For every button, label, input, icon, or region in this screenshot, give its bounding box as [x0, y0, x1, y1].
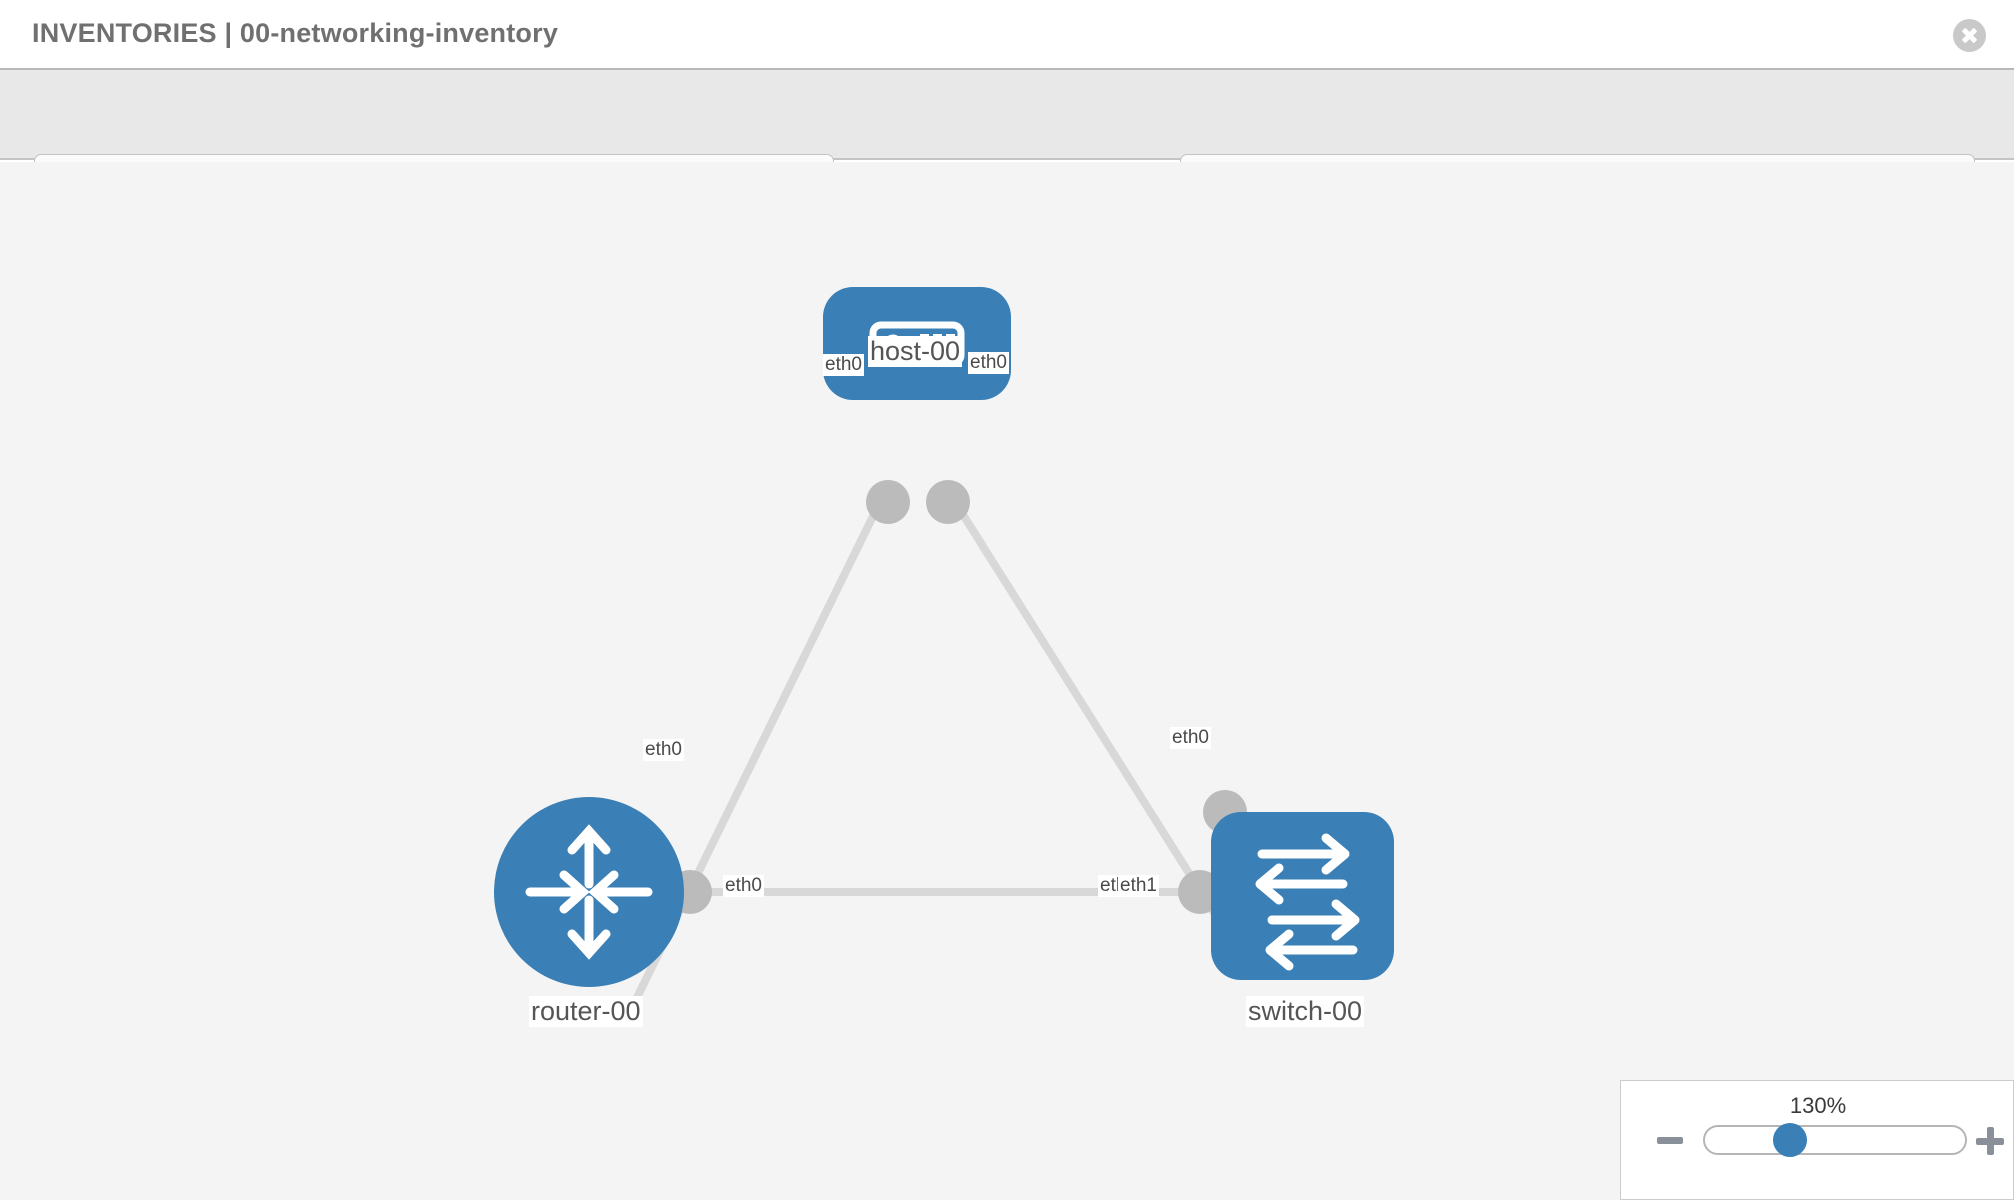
endpoint-host-right[interactable] — [926, 480, 970, 524]
close-icon[interactable] — [1953, 19, 1986, 52]
link-label-router-host[interactable]: eth0 — [643, 739, 684, 761]
endpoint-host-left[interactable] — [866, 480, 910, 524]
zoom-slider-thumb[interactable] — [1773, 1123, 1807, 1157]
node-label-router-00[interactable]: router-00 — [529, 996, 643, 1027]
link-label-host-switch[interactable]: eth0 — [968, 352, 1009, 374]
zoom-level-value: 130% — [1789, 1093, 1847, 1118]
zoom-control-panel: 130% — [1620, 1080, 2014, 1200]
node-router-00[interactable] — [494, 797, 684, 987]
link-endpoints — [668, 480, 1247, 914]
toolbar: ACTIONS SEARCH — [0, 70, 2014, 207]
page-title: INVENTORIES | 00-networking-inventory — [32, 18, 559, 48]
link-label-switch-host[interactable]: eth0 — [1170, 727, 1211, 749]
window-header: INVENTORIES | 00-networking-inventory — [0, 0, 2014, 70]
link-lines — [621, 499, 1249, 1024]
node-switch-00[interactable] — [1211, 812, 1394, 980]
topology-canvas[interactable]: eth0 eth0 eth0 eth0 eth0 eth0 eth1 host-… — [0, 162, 2014, 1200]
node-label-switch-00[interactable]: switch-00 — [1246, 996, 1365, 1027]
link-label-router-switch-far-b[interactable]: eth1 — [1118, 875, 1159, 897]
zoom-out-button[interactable] — [1657, 1137, 1683, 1144]
zoom-in-button[interactable] — [1976, 1127, 2004, 1155]
link-label-host-router[interactable]: eth0 — [823, 354, 864, 376]
node-label-host-00[interactable]: host-00 — [868, 336, 963, 367]
link-label-router-switch-near[interactable]: eth0 — [723, 875, 764, 897]
zoom-slider-track[interactable] — [1703, 1125, 1967, 1155]
router-arrows-icon — [525, 824, 653, 960]
topology-graph — [494, 287, 1394, 1024]
switch-arrows-icon — [1255, 833, 1360, 971]
